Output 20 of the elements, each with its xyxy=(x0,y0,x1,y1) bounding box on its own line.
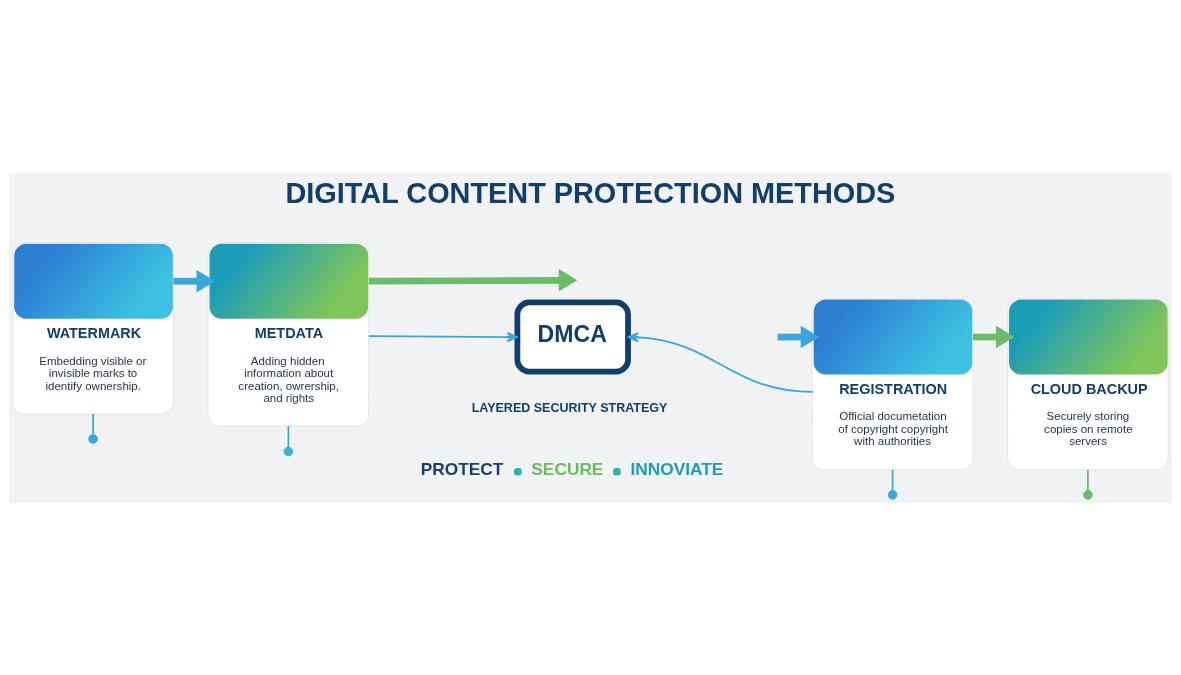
label: LAYERED SECURITY STRATEGY xyxy=(471,400,668,415)
node-circle xyxy=(887,489,898,500)
label: SECURE xyxy=(531,458,604,479)
arrow xyxy=(972,325,1015,348)
label: PROTECT xyxy=(420,458,504,479)
connector xyxy=(891,468,894,491)
node-circle xyxy=(283,446,294,456)
label: INNOVIATE xyxy=(630,458,724,479)
node-circle xyxy=(88,433,98,444)
arrow xyxy=(367,331,518,342)
connector xyxy=(1087,468,1089,491)
arrow xyxy=(368,268,578,292)
arrow xyxy=(777,325,820,348)
connector xyxy=(287,424,290,448)
node-box: DMCA xyxy=(514,299,631,375)
arrow xyxy=(173,269,215,293)
connector xyxy=(92,412,94,436)
diagram-title: DIGITAL CONTENT PROTECTION METHODS xyxy=(285,176,896,209)
arrow xyxy=(627,331,814,393)
node-circle xyxy=(1083,489,1093,500)
